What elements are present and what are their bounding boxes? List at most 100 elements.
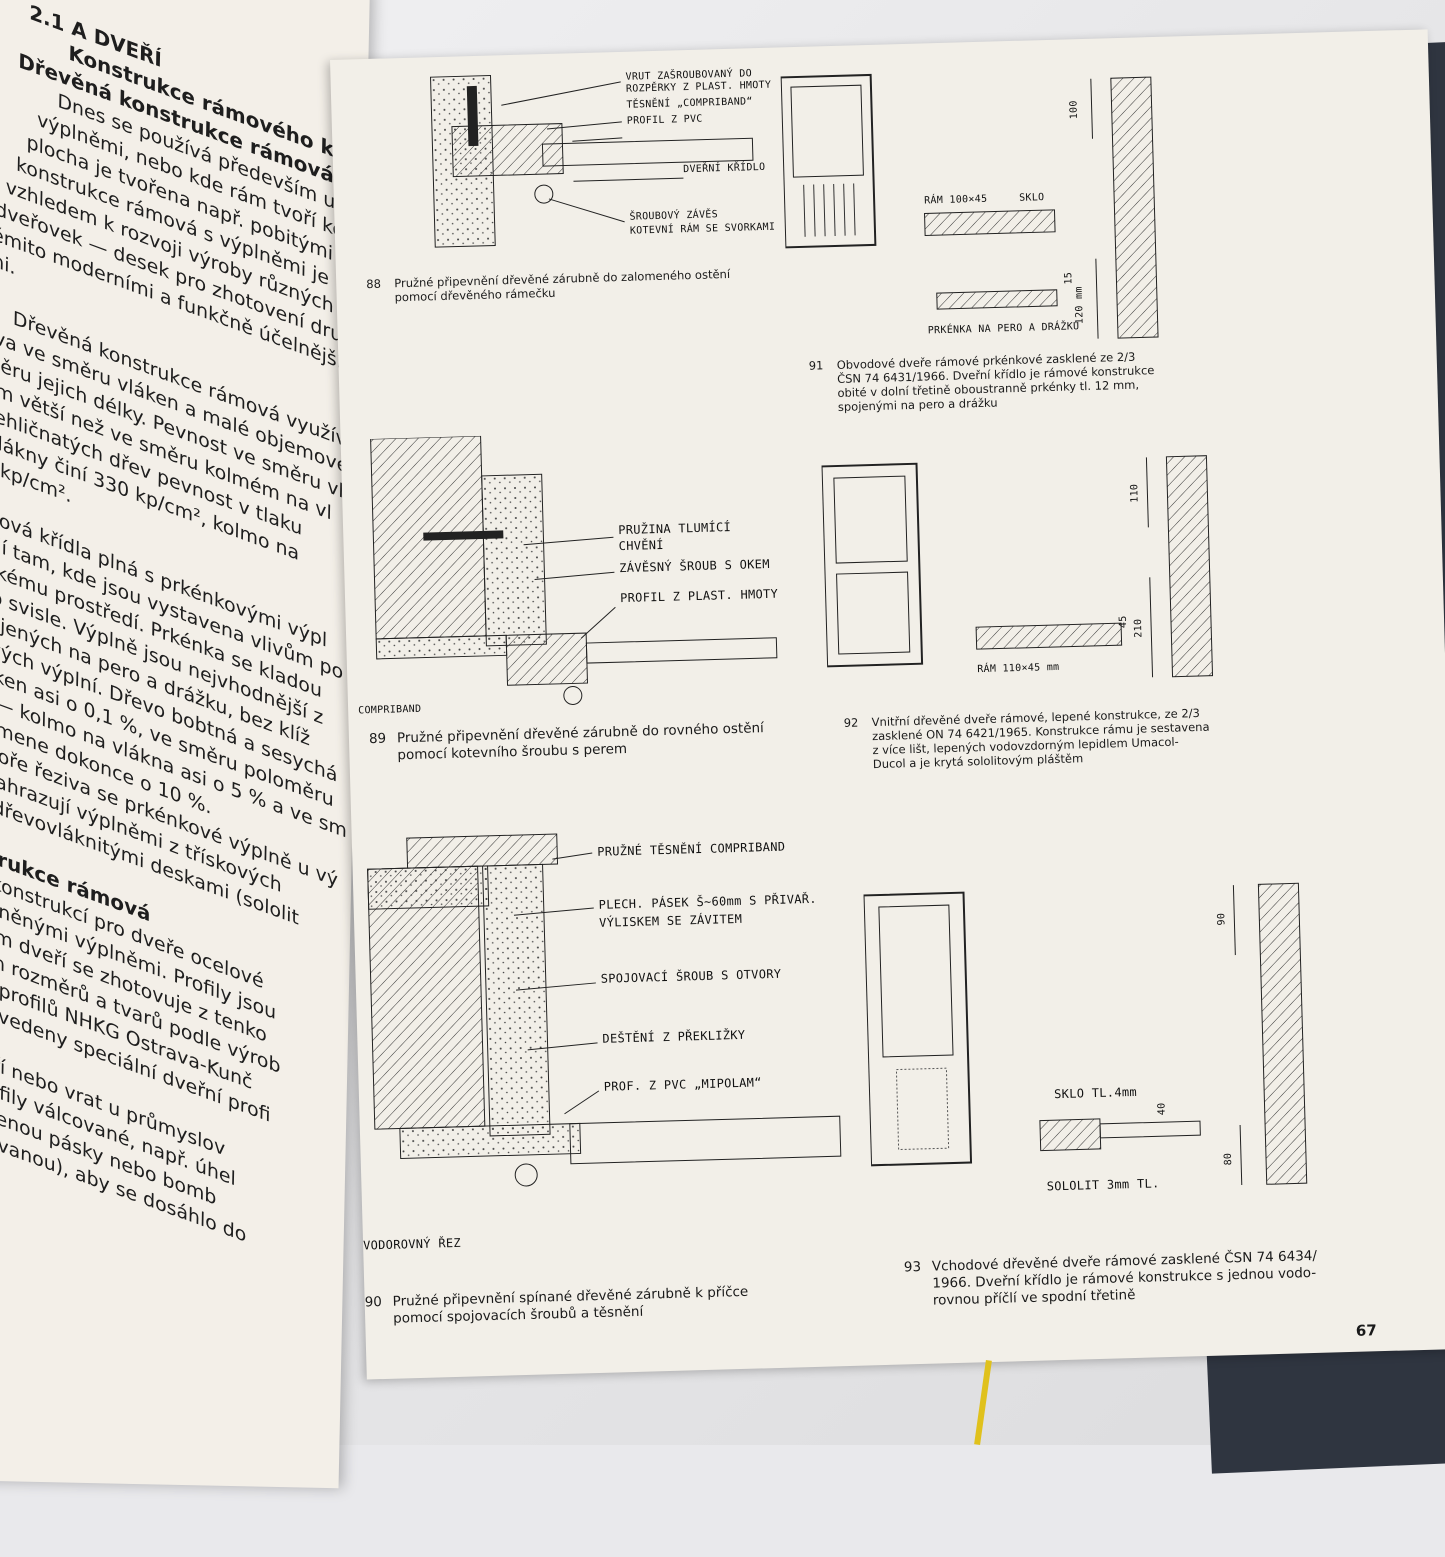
- lower-panel: [836, 571, 911, 655]
- board-section: [936, 289, 1058, 310]
- dimension-label: 80: [1223, 1153, 1234, 1166]
- dimension-line: [1239, 1124, 1243, 1185]
- dimension-label: 45: [1118, 615, 1129, 628]
- vertical-section: [1110, 76, 1159, 339]
- frame-section: [975, 622, 1123, 650]
- door-leaf: [569, 1115, 842, 1165]
- callout-label: ŠROUBOVÝ ZÁVĚS: [629, 207, 718, 222]
- callout-label: DVEŘNÍ KŘÍDLO: [683, 160, 766, 175]
- figure-number: 88: [366, 276, 382, 292]
- door-elevation: [863, 891, 973, 1167]
- frame-section: [481, 473, 547, 647]
- glass-panel: [833, 475, 908, 564]
- callout-label: KOTEVNÍ RÁM SE SVORKAMI: [630, 220, 776, 237]
- figure-89-caption: 89 Pružné připevnění dřevěné zárubně do …: [369, 719, 810, 771]
- callout-label: PROF. Z PVC „MIPOLAM“: [604, 1075, 762, 1093]
- door-leaf: [585, 637, 778, 664]
- plaster: [367, 865, 490, 910]
- leader-line: [572, 137, 623, 142]
- leader-line: [548, 198, 625, 223]
- frame-section: [451, 123, 564, 178]
- dimension-label: 40: [1156, 1102, 1167, 1115]
- figure-number: 91: [808, 358, 824, 373]
- dimension-line: [1090, 78, 1093, 139]
- door-leaf-section: [505, 632, 589, 686]
- callout-label: PROFIL Z PVC: [627, 114, 703, 127]
- callout-label: PLECH. PÁSEK Š~60mm S PŘIVAŘ.: [598, 891, 817, 912]
- vertical-section: [1257, 882, 1308, 1185]
- figure-number: 92: [843, 715, 859, 730]
- figure-92-caption: 92 Vnitřní dřevěné dveře rámové, lepené …: [844, 704, 1266, 778]
- sill: [399, 1122, 582, 1159]
- callout-label: ROZPĚRKY Z PLAST. HMOTY: [626, 78, 772, 95]
- callout-label: SKLO TL.4mm: [1054, 1085, 1137, 1101]
- glass-panel: [790, 84, 864, 178]
- leader-line: [501, 81, 621, 106]
- dimension-label: 210: [1133, 619, 1145, 638]
- glass-panel: [878, 904, 954, 1058]
- dimension-label: 120 mm: [1074, 286, 1086, 324]
- dimension-label: 90: [1216, 913, 1227, 926]
- right-page: VRUT ZAŠROUBOVANÝ DO ROZPĚRKY Z PLAST. H…: [330, 29, 1445, 1380]
- callout-label: DEŠTĚNÍ Z PŘEKLIŽKY: [602, 1027, 746, 1046]
- figure-91-drawing: RÁM 100×45 SKLO PRKÉNKA NA PERO A DRÁŽKU…: [780, 56, 1188, 357]
- figure-92-drawing: RÁM 110×45 mm 110 210 45: [821, 445, 1248, 697]
- callout-label: RÁM 100×45: [924, 192, 988, 207]
- figure-number: 89: [368, 730, 387, 748]
- section-label: VODOROVNÝ ŘEZ: [363, 1235, 461, 1253]
- door-leaf: [541, 137, 754, 167]
- callout-label: PRUŽNÉ TĚSNĚNÍ COMPRIBAND: [597, 839, 785, 859]
- dimension-line: [1232, 885, 1236, 956]
- figure-90-caption: 90 Pružné připevnění spínané dřevěné zár…: [364, 1281, 845, 1334]
- lower-panel: [895, 1067, 950, 1151]
- callout-label: PRUŽINA TLUMÍCÍ: [618, 519, 731, 537]
- callout-label: PRKÉNKA NA PERO A DRÁŽKU: [928, 319, 1080, 336]
- callout-label: VRUT ZAŠROUBOVANÝ DO: [625, 66, 752, 83]
- figure-88-drawing: VRUT ZAŠROUBOVANÝ DO ROZPĚRKY Z PLAST. H…: [370, 57, 795, 269]
- leader-line: [573, 177, 684, 182]
- screw: [466, 85, 479, 147]
- leader-line: [527, 1042, 598, 1051]
- leader-line: [564, 1090, 600, 1115]
- figure-89-drawing: PRUŽINA TLUMÍCÍ CHVĚNÍ ZÁVĚSNÝ ŠROUB S O…: [351, 427, 799, 719]
- leader-line: [513, 907, 594, 916]
- callout-label: TĚSNĚNÍ „COMPRIBAND“: [626, 94, 753, 111]
- callout-label: PROFIL Z PLAST. HMOTY: [620, 587, 779, 605]
- leader-line: [515, 982, 596, 991]
- left-page: 2.1 A DVEŘÍ Konstrukce rámového křídla D…: [0, 0, 407, 1489]
- callout-label: ZÁVĚSNÝ ŠROUB S OKEM: [619, 556, 770, 575]
- dimension-label: 100: [1068, 100, 1080, 119]
- callout-label: SOLOLIT 3mm TL.: [1047, 1176, 1160, 1193]
- callout-label: SKLO: [1019, 192, 1045, 204]
- leader-line: [580, 606, 616, 639]
- dimension-line: [1095, 258, 1099, 339]
- hinge: [514, 1163, 538, 1187]
- figure-93-drawing: SKLO TL.4mm SOLOLIT 3mm TL. 90 80 40: [863, 872, 1342, 1215]
- figure-number: 93: [903, 1258, 922, 1276]
- callout-label: CHVĚNÍ: [618, 537, 664, 553]
- figure-91-caption: 91 Obvodové dveře rámové prkénkové zaskl…: [809, 347, 1231, 421]
- frame-section: [482, 863, 551, 1137]
- leader-line: [534, 571, 615, 580]
- dimension-label: 110: [1129, 484, 1141, 503]
- hinge: [534, 184, 554, 204]
- callout-label: VÝLISKEM SE ZÁVITEM: [599, 911, 742, 930]
- dimension-line: [1149, 577, 1154, 678]
- figure-90-drawing: PRUŽNÉ TĚSNĚNÍ COMPRIBAND PLECH. PÁSEK Š…: [351, 816, 863, 1280]
- top-frame: [406, 833, 559, 869]
- vertical-section: [1165, 455, 1214, 678]
- boards: [803, 183, 856, 237]
- leader-line: [546, 121, 622, 130]
- callout-label: SPOJOVACÍ ŠROUB S OTVORY: [601, 966, 782, 986]
- dimension-line: [1145, 457, 1149, 528]
- anchor-screw: [423, 530, 504, 541]
- figure-88-caption: 88 Pružné připevnění dřevěné zárubně do …: [366, 265, 787, 317]
- frame-section: [1039, 1118, 1102, 1152]
- callout-label: COMPRIBAND: [358, 704, 422, 717]
- leader-line: [552, 852, 593, 860]
- door-elevation: [821, 462, 924, 668]
- page-number: 67: [1355, 1321, 1378, 1340]
- figure-93-caption: 93 Vchodové dřevěné dveře rámové zasklen…: [904, 1247, 1365, 1318]
- leader-line: [523, 536, 614, 546]
- callout-label: RÁM 110×45 mm: [977, 660, 1060, 675]
